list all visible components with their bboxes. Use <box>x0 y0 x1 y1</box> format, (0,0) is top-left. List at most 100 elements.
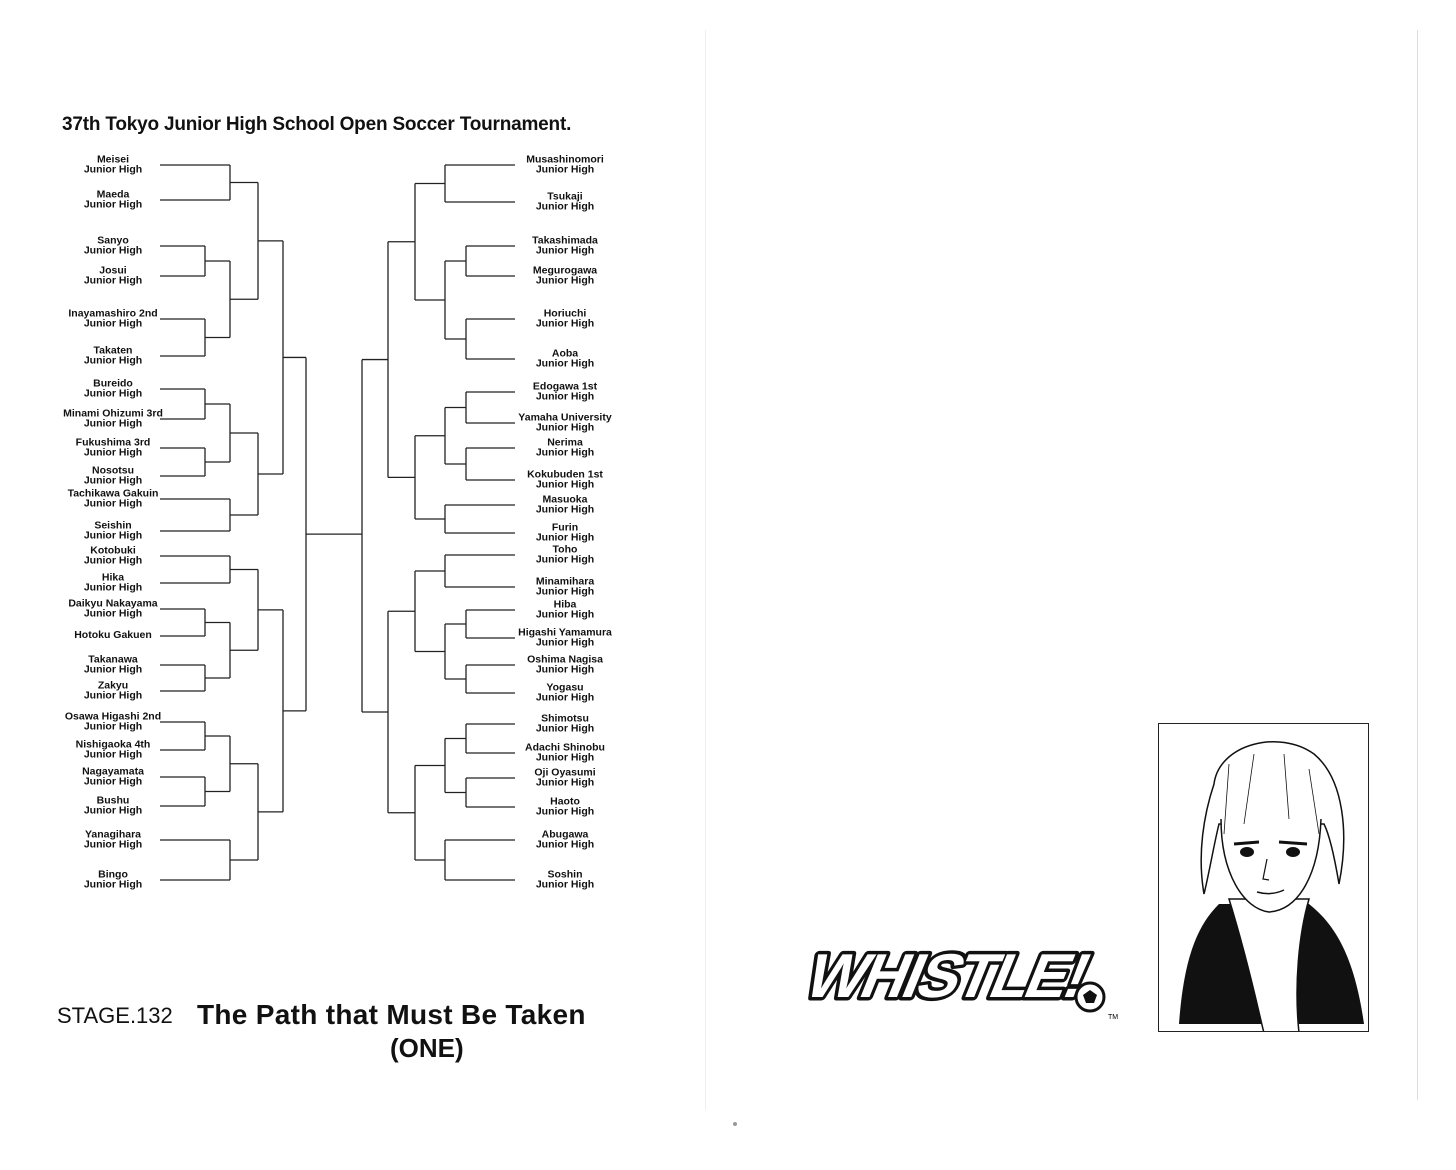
team-name: Toho <box>552 543 578 556</box>
team-division: Junior High <box>83 497 143 509</box>
team-name: Kokubuden 1st <box>527 468 603 481</box>
team-division: Junior High <box>83 775 143 787</box>
team-division: Junior High <box>83 446 143 458</box>
team-name: Hika <box>101 571 125 584</box>
team-division: Junior High <box>535 585 595 597</box>
team-division: Junior High <box>535 446 595 458</box>
team-name: Oshima Nagisa <box>527 653 603 666</box>
team-division: Junior High <box>83 607 143 619</box>
team-division: Junior High <box>83 317 143 329</box>
team-name: Hiba <box>553 598 577 611</box>
team-name: Bingo <box>98 868 128 881</box>
team-division: Junior High <box>535 751 595 763</box>
team-division: Junior High <box>535 503 595 515</box>
team-division: Junior High <box>535 274 595 286</box>
team-name: Nosotsu <box>92 464 134 477</box>
character-illustration <box>1179 741 1364 1031</box>
team-name: Masuoka <box>542 493 588 506</box>
team-name: Meisei <box>96 153 130 166</box>
team-division: Junior High <box>83 163 143 175</box>
team-division: Junior High <box>83 474 143 486</box>
team-name: Yamaha University <box>518 411 612 424</box>
team-name: Osawa Higashi 2nd <box>64 710 162 723</box>
team-name: Takanawa <box>88 653 138 666</box>
team-name: Tachikawa Gakuin <box>67 487 159 500</box>
team-name: Edogawa 1st <box>532 380 598 393</box>
team-division: Junior High <box>535 200 595 212</box>
team-division: Junior High <box>83 244 143 256</box>
team-division: Junior High <box>83 581 143 593</box>
team-division: Junior High <box>535 531 595 543</box>
team-name: Daikyu Nakayama <box>68 597 158 610</box>
stage-number: STAGE.132 <box>57 1003 173 1028</box>
team-division: Junior High <box>535 421 595 433</box>
team-name: Sanyo <box>97 234 129 247</box>
team-division: Junior High <box>535 663 595 675</box>
team-name: Higashi Yamamura <box>518 626 612 639</box>
team-name: Nerima <box>547 436 583 449</box>
team-division: Junior High <box>535 390 595 402</box>
team-division: Junior High <box>83 354 143 366</box>
team-division: Junior High <box>83 838 143 850</box>
team-name: Bureido <box>93 377 133 390</box>
team-name: Abugawa <box>541 828 589 841</box>
team-division: Junior High <box>535 691 595 703</box>
team-name: Minamihara <box>535 575 595 588</box>
team-label: Hotoku Gakuen <box>74 629 152 642</box>
speck <box>733 1122 737 1126</box>
team-name: Hotoku Gakuen <box>74 629 152 642</box>
team-division: Junior High <box>83 663 143 675</box>
team-name: Musashinomori <box>526 153 604 166</box>
team-name: Nagayamata <box>82 765 144 778</box>
team-name: Oji Oyasumi <box>534 766 596 779</box>
team-division: Junior High <box>535 244 595 256</box>
team-division: Junior High <box>83 720 143 732</box>
chapter-title: The Path that Must Be Taken <box>197 999 586 1030</box>
logo-text: WHISTLE! <box>795 941 1099 1010</box>
team-name: Nishigaoka 4th <box>75 738 151 751</box>
team-name: Yanagihara <box>84 828 142 841</box>
team-division: Junior High <box>83 417 143 429</box>
team-name: Fukushima 3rd <box>75 436 151 449</box>
team-name: Horiuchi <box>543 307 587 320</box>
team-division: Junior High <box>535 357 595 369</box>
team-division: Junior High <box>535 805 595 817</box>
whistle-logo: WHISTLE! TM <box>792 938 1118 1021</box>
team-division: Junior High <box>535 776 595 788</box>
team-name: Kotobuki <box>90 544 136 557</box>
team-name: Adachi Shinobu <box>525 741 605 754</box>
team-name: Takashimada <box>532 234 598 247</box>
team-name: Bushu <box>96 794 130 807</box>
team-division: Junior High <box>83 198 143 210</box>
